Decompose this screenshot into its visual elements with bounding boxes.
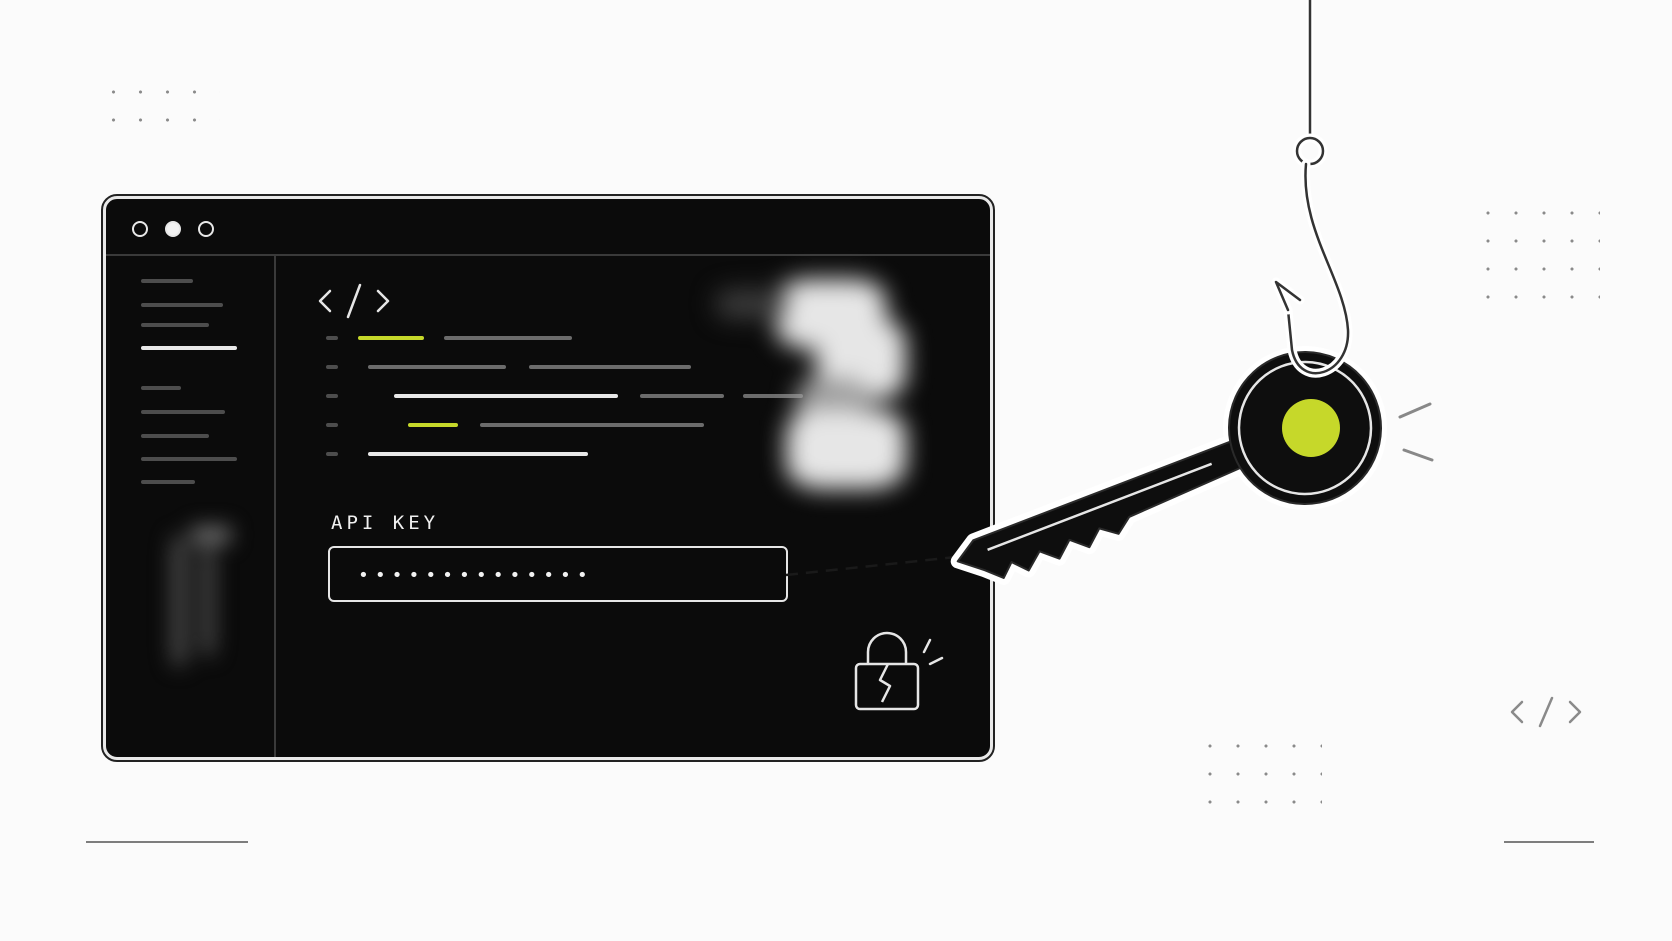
- api-key-input[interactable]: ••••••••••••••: [328, 546, 788, 602]
- code-token: [368, 452, 588, 456]
- dot-grid-top-left: [100, 78, 220, 146]
- blurred-region: [161, 516, 251, 676]
- sidebar-item[interactable]: [141, 323, 209, 327]
- sidebar: [106, 256, 276, 757]
- code-line-number: [326, 423, 338, 427]
- key-icon: [950, 346, 1387, 585]
- sidebar-item[interactable]: [141, 410, 225, 414]
- sidebar-item[interactable]: [141, 457, 237, 461]
- code-brackets-icon: [318, 283, 390, 319]
- window-control-dot[interactable]: [132, 221, 148, 237]
- code-line-number: [326, 336, 338, 340]
- window-control-dot[interactable]: [198, 221, 214, 237]
- divider-line-bottom-left: [86, 841, 248, 843]
- window-control-dot[interactable]: [165, 221, 181, 237]
- code-token: [368, 365, 506, 369]
- motion-line: [1398, 402, 1432, 419]
- fishing-hook-icon: [1271, 133, 1353, 378]
- code-line-number: [326, 394, 338, 398]
- api-key-label: API KEY: [331, 512, 440, 534]
- code-token: [529, 365, 691, 369]
- broken-lock-icon: [854, 631, 944, 711]
- sidebar-item[interactable]: [141, 480, 195, 484]
- code-token: [640, 394, 724, 398]
- code-line-number: [326, 365, 338, 369]
- blurred-region: [716, 279, 946, 509]
- code-line-number: [326, 452, 338, 456]
- dot-grid-bottom-right: [1196, 732, 1322, 828]
- sidebar-item[interactable]: [141, 279, 193, 283]
- code-token: [394, 394, 618, 398]
- sidebar-item[interactable]: [141, 434, 209, 438]
- code-token: [480, 423, 704, 427]
- code-brackets-icon-decor: [1510, 696, 1582, 728]
- window-titlebar: [106, 199, 990, 256]
- sidebar-item[interactable]: [141, 386, 181, 390]
- app-window: API KEY ••••••••••••••: [101, 194, 995, 762]
- divider-line-bottom-right: [1504, 841, 1594, 843]
- dot-grid-right: [1474, 199, 1600, 323]
- motion-line: [1402, 448, 1434, 462]
- code-token: [358, 336, 424, 340]
- sidebar-item-active[interactable]: [141, 346, 237, 350]
- code-token: [408, 423, 458, 427]
- sidebar-item[interactable]: [141, 303, 223, 307]
- code-token: [444, 336, 572, 340]
- code-token: [743, 394, 803, 398]
